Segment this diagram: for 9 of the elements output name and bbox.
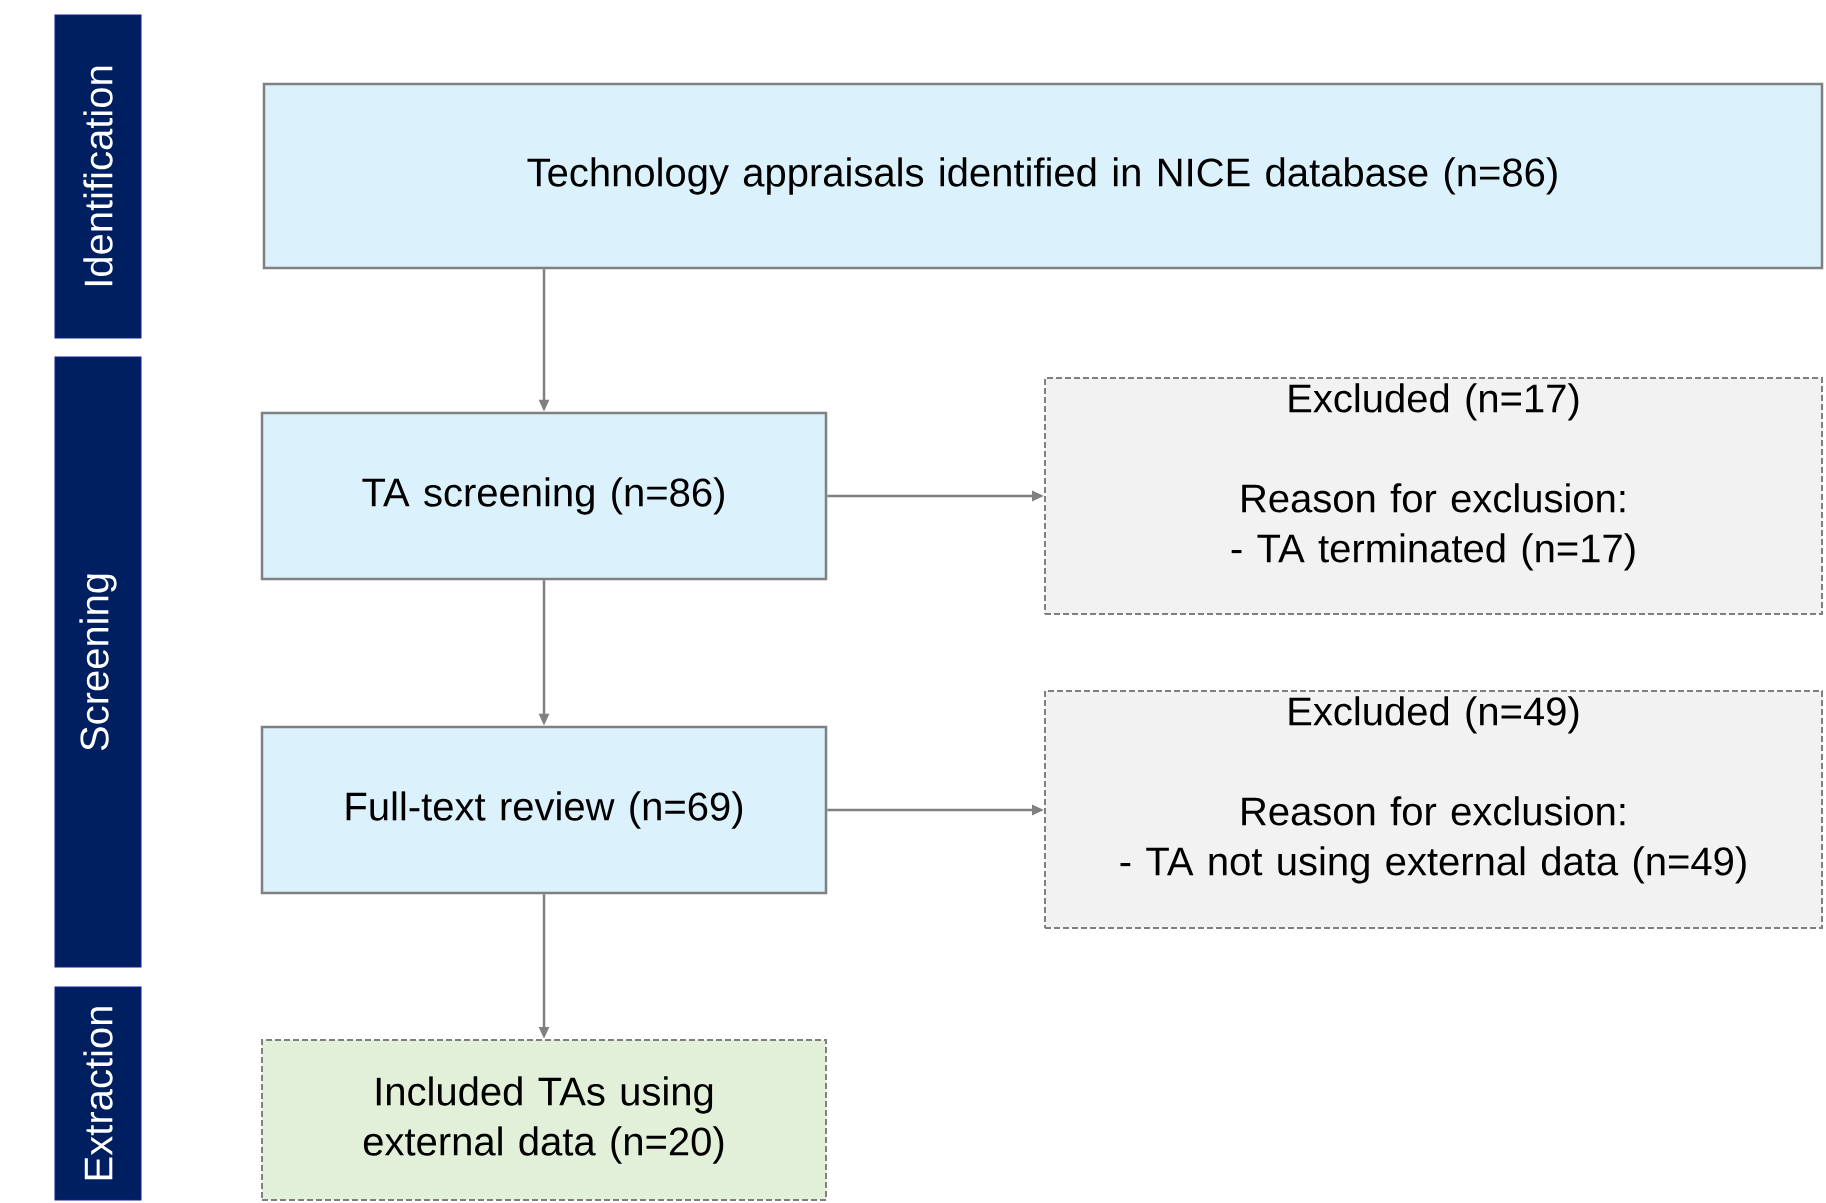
process-box: TA screening (n=86) — [260, 411, 828, 581]
exclusion-box: Excluded (n=49) Reason for exclusion: - TA not using external data (n=49) — [1044, 690, 1823, 929]
section-band: Screening — [54, 356, 142, 968]
section-band: Identification — [54, 14, 142, 339]
exclusion-box: Excluded (n=17) Reason for exclusion: - TA terminated (n=17) — [1044, 377, 1823, 615]
section-band: Extraction — [54, 986, 142, 1201]
result-box: Included TAs using external data (n=20) — [261, 1039, 827, 1201]
process-box: Full-text review (n=69) — [260, 725, 828, 895]
process-box: Technology appraisals identified in NICE database (n=86) — [262, 82, 1824, 270]
